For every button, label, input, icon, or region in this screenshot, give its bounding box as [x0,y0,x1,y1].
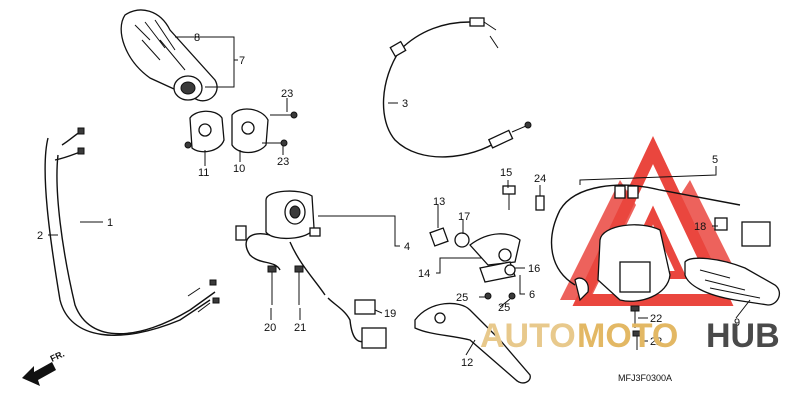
callout-2: 2 [37,230,43,242]
right-handlebar-switch [550,184,771,302]
callout-19: 19 [384,308,396,320]
callout-21: 21 [294,322,306,334]
diagram-code: MFJ3F0300A [618,373,672,383]
callout-17: 17 [458,211,470,223]
throttle-cables [44,127,220,336]
watermark-hub: HUB [706,317,780,355]
callout-14: 14 [418,268,430,280]
holder-screws [262,111,298,147]
callout-23-bottom: 23 [277,156,289,168]
callout-numbers: 8 7 23 23 11 10 3 1 2 13 17 4 15 24 14 1… [37,32,740,369]
callout-8: 8 [194,32,200,44]
callout-15: 15 [500,167,512,179]
watermark-text: AUTO MOTO HUB [480,317,780,355]
leader-lines [48,36,751,356]
callout-6: 6 [529,289,535,301]
callout-25-left: 25 [456,292,468,304]
clutch-cable [382,17,532,158]
callout-3: 3 [402,98,408,110]
callout-7: 7 [239,55,245,67]
callout-24: 24 [534,173,546,185]
throttle-grip [120,9,218,102]
switch-screws [267,265,304,305]
right-switch-screws [630,305,642,350]
clutch-lever [414,302,531,384]
watermark-auto: AUTO [480,317,576,355]
throttle-housing-lower [231,108,269,154]
callout-22-upper: 22 [650,313,662,325]
callout-12: 12 [461,357,473,369]
callout-1: 1 [107,217,113,229]
callout-22-lower: 22 [650,336,662,348]
watermark-moto: MOTO [577,317,678,355]
clutch-lever-bracket [429,185,545,300]
callout-25-right: 25 [498,302,510,314]
callout-4: 4 [404,241,410,253]
callout-20: 20 [264,322,276,334]
callout-13: 13 [433,196,445,208]
callout-18: 18 [694,221,706,233]
left-handlebar-switch [235,190,387,349]
throttle-housing-upper [184,110,225,153]
callout-16: 16 [528,263,540,275]
callout-11: 11 [198,167,209,179]
callout-9: 9 [734,317,740,329]
callout-5: 5 [712,154,718,166]
callout-10: 10 [233,163,245,175]
front-direction-label: FR. [49,349,66,364]
right-grip [684,257,781,306]
front-direction-arrow: FR. [22,349,66,386]
callout-23-top: 23 [281,88,293,100]
